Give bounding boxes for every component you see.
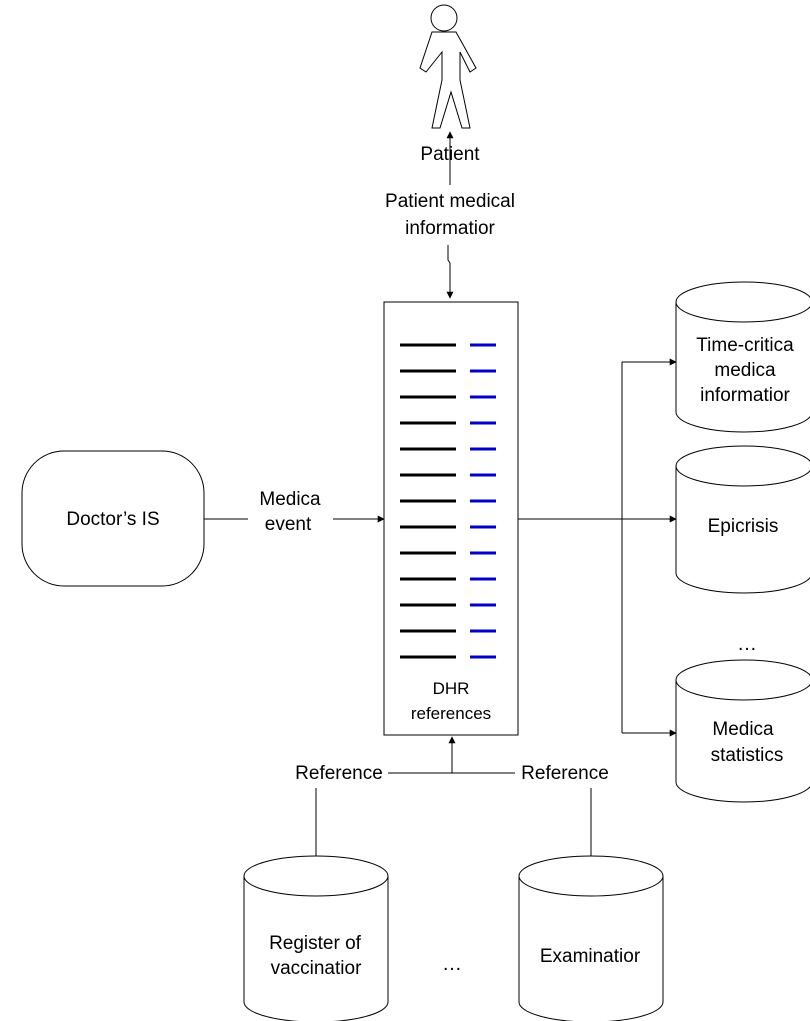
dhr-reference-rows	[400, 343, 496, 659]
doctors-is-node: Doctor’s IS	[21, 450, 205, 587]
dhr-label-line1: DHR	[433, 679, 470, 698]
vaccination-register-store: Register of vaccinatior	[243, 855, 389, 1021]
time-critical-label-line3: informatior	[700, 385, 790, 406]
epicrisis-store: Epicrisis	[675, 445, 810, 594]
vaccination-label-line2: vaccinatior	[271, 958, 362, 979]
examination-store: Examinatior	[518, 855, 664, 1021]
time-critical-label-line2: medica	[714, 360, 776, 381]
patient-info-label-line2: informatior	[405, 218, 495, 239]
epicrisis-label: Epicrisis	[708, 516, 779, 537]
dhr-box: DHR references	[383, 301, 519, 736]
vaccination-label-line1: Register of	[269, 933, 362, 954]
patient-info-label-line1: Patient medical	[385, 191, 515, 212]
dhr-label-line2: references	[411, 704, 491, 723]
right-ellipsis: …	[737, 633, 757, 655]
reference-label-right: Reference	[521, 763, 609, 784]
reference-label-left: Reference	[295, 763, 383, 784]
examination-label: Examinatior	[540, 946, 641, 967]
arrow-to-dhr-top	[446, 245, 454, 299]
bottom-ellipsis: …	[442, 953, 462, 975]
statistics-label-line1: Medica	[712, 719, 774, 740]
medical-event-label-line2: event	[265, 514, 312, 535]
statistics-label-line2: statistics	[711, 745, 784, 766]
medical-event-label-line1: Medica	[259, 489, 321, 510]
time-critical-store: Time-critica medica informatior	[675, 281, 810, 433]
statistics-store: Medica statistics	[675, 659, 810, 803]
time-critical-label-line1: Time-critica	[696, 335, 794, 356]
doctors-is-label: Doctor’s IS	[66, 509, 159, 530]
person-icon	[419, 4, 477, 129]
